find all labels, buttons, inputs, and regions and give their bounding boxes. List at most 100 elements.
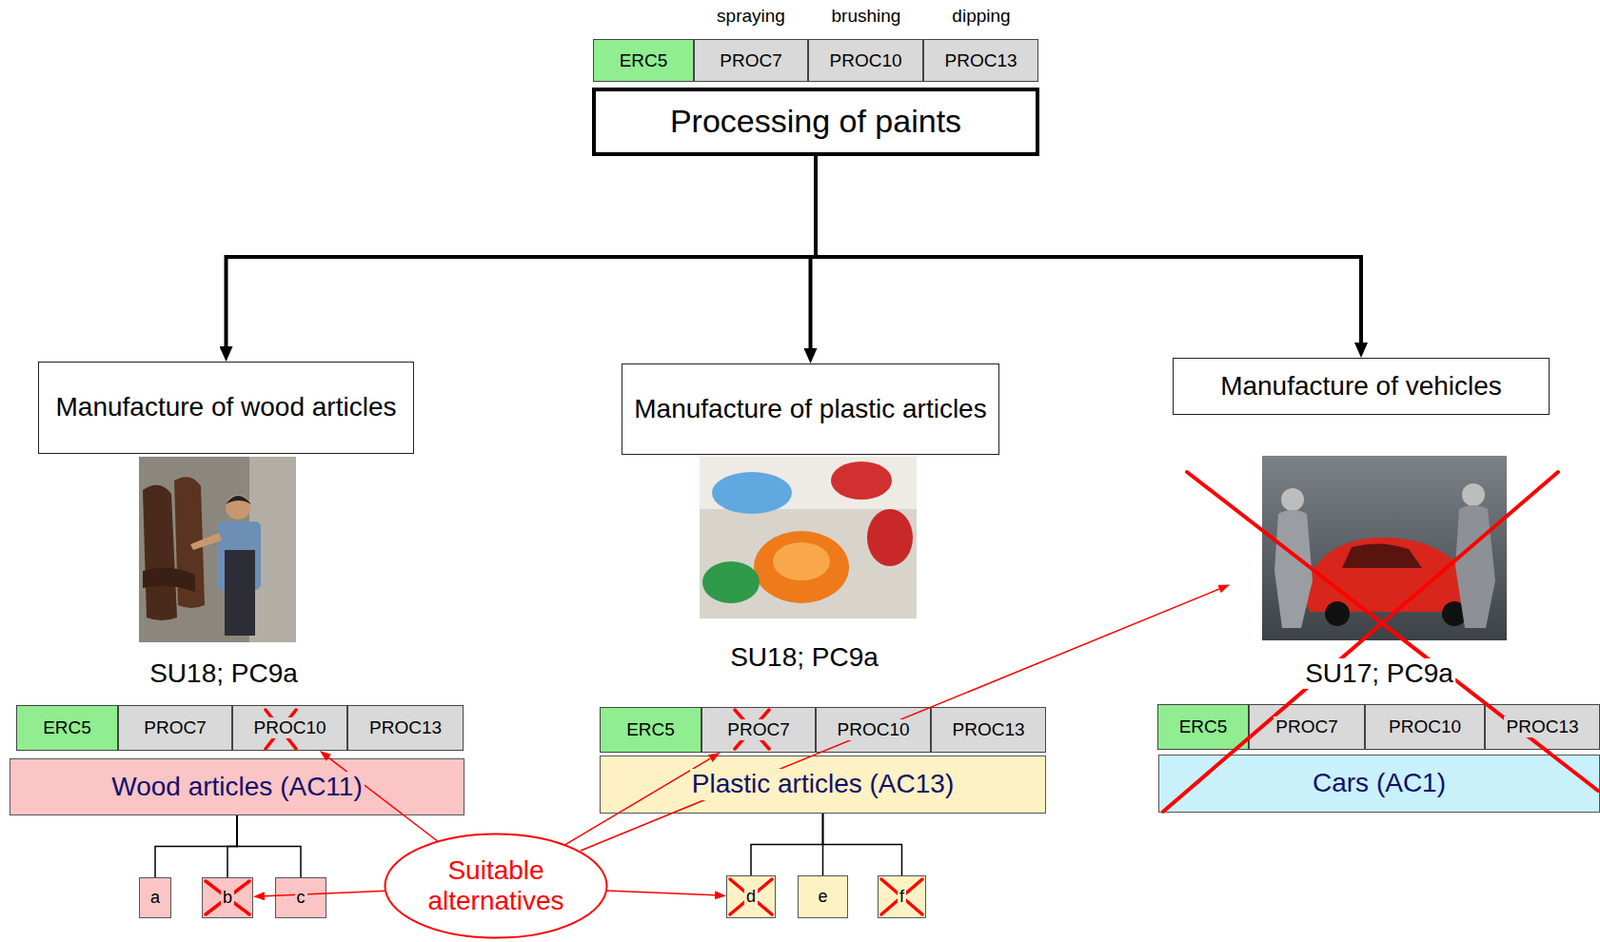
bracket-line xyxy=(823,813,903,876)
code-label: SU18; PC9a xyxy=(147,658,300,690)
option-box: e xyxy=(797,875,849,919)
node-text: Suitable alternatives xyxy=(413,855,580,917)
wood-photo xyxy=(224,550,256,636)
node-text: PROC7 xyxy=(1273,716,1340,738)
text-holder: ERC5 xyxy=(1177,716,1230,738)
node-text: PROC13 xyxy=(942,50,1019,72)
text-holder: ERC5 xyxy=(624,719,677,741)
node-text: a xyxy=(148,888,162,909)
plastic-photo xyxy=(699,456,917,510)
car-photo xyxy=(1281,488,1304,512)
node-text: ERC5 xyxy=(1177,716,1230,738)
option-box: b xyxy=(201,877,254,919)
proc-code-box: PROC7 xyxy=(1248,704,1365,751)
proc-code-box: PROC10 xyxy=(232,705,348,751)
node-text: ERC5 xyxy=(617,50,671,72)
method-label: spraying xyxy=(714,5,788,27)
node-text: PROC7 xyxy=(141,717,208,739)
node-text: f xyxy=(897,887,907,908)
text-holder: e xyxy=(815,887,830,908)
article-band: Wood articles (AC11) xyxy=(9,758,465,816)
tree-arrow xyxy=(226,156,817,347)
proc-code-box: PROC13 xyxy=(1484,704,1600,751)
text-holder: Wood articles (AC11) xyxy=(109,771,365,803)
wood-photo xyxy=(138,456,297,643)
proc-code-box: PROC7 xyxy=(701,707,816,753)
text-holder: PROC7 xyxy=(725,719,791,741)
plastic-photo xyxy=(711,472,792,514)
text-holder: d xyxy=(744,887,758,908)
tree-arrow xyxy=(815,156,1362,343)
ellipse-outline xyxy=(385,834,608,939)
leader-arrow xyxy=(580,589,1220,851)
plastic-photo xyxy=(699,456,917,619)
method-label: dipping xyxy=(949,5,1012,27)
node-text: Manufacture of plastic articles xyxy=(632,394,988,425)
bracket-line xyxy=(227,815,238,878)
text-holder: PROC10 xyxy=(834,719,911,741)
wood-photo xyxy=(249,456,297,643)
text-holder: b xyxy=(220,888,235,909)
tree-arrow xyxy=(810,156,817,349)
article-band: Plastic articles (AC13) xyxy=(599,755,1047,814)
node-text: Manufacture of vehicles xyxy=(1218,371,1504,402)
proc-code-box: PROC13 xyxy=(930,707,1047,753)
bracket-line xyxy=(237,815,301,878)
text-holder: PROC13 xyxy=(949,719,1027,741)
plastic-photo xyxy=(702,561,760,604)
wood-photo xyxy=(225,494,251,520)
text-holder: a xyxy=(148,888,162,909)
node-text: Manufacture of wood articles xyxy=(54,392,399,423)
text-holder: PROC7 xyxy=(141,717,208,739)
callout-arrow xyxy=(606,890,715,896)
car-photo xyxy=(1274,510,1313,629)
node-text: PROC10 xyxy=(834,719,911,741)
proc-code-box: PROC10 xyxy=(808,39,924,82)
plastic-photo xyxy=(772,542,830,581)
node-text: PROC13 xyxy=(1503,716,1581,738)
node-text: e xyxy=(815,887,830,908)
proc-code-box: PROC10 xyxy=(815,707,931,753)
node-text: Plastic articles (AC13) xyxy=(690,769,956,800)
sector-box: Manufacture of wood articles xyxy=(38,361,415,455)
wood-photo xyxy=(190,533,222,551)
erc-code-box: ERC5 xyxy=(592,39,694,82)
text-holder: PROC13 xyxy=(942,50,1019,72)
plastic-photo xyxy=(753,531,850,604)
node-text: PROC7 xyxy=(725,719,791,741)
car-photo xyxy=(1342,543,1423,569)
wood-photo xyxy=(142,568,196,593)
text-holder: PROC13 xyxy=(1503,716,1581,738)
node-text: PROC10 xyxy=(1386,716,1463,738)
car-photo xyxy=(1461,483,1485,507)
car-photo xyxy=(1303,537,1489,613)
car-photo xyxy=(1262,455,1507,641)
text-holder: Plastic articles (AC13) xyxy=(690,769,956,800)
article-band: Cars (AC1) xyxy=(1158,754,1600,813)
node-text: PROC10 xyxy=(827,50,904,72)
erc-code-box: ERC5 xyxy=(1157,704,1249,751)
code-label: SU17; PC9a xyxy=(1303,658,1456,690)
wood-photo xyxy=(142,485,178,621)
text-holder: f xyxy=(897,887,907,908)
text-holder: Processing of paints xyxy=(668,102,964,140)
option-box: c xyxy=(275,877,327,919)
car-photo xyxy=(1455,505,1496,629)
text-holder: PROC7 xyxy=(717,50,784,72)
method-label: brushing xyxy=(829,5,904,27)
text-holder: Cars (AC1) xyxy=(1310,768,1448,799)
bracket-line xyxy=(750,813,824,876)
proc-code-box: PROC13 xyxy=(923,39,1039,82)
process-box: Processing of paints xyxy=(592,87,1040,157)
car-photo xyxy=(1441,601,1467,627)
text-holder: PROC10 xyxy=(251,717,328,739)
plastic-photo xyxy=(867,509,913,567)
text-holder: PROC7 xyxy=(1273,716,1340,738)
node-text: d xyxy=(744,887,758,908)
node-text: c xyxy=(295,888,308,909)
erc-code-box: ERC5 xyxy=(16,705,119,751)
proc-code-box: PROC13 xyxy=(347,705,464,751)
sector-box: Manufacture of vehicles xyxy=(1172,357,1550,415)
car-photo xyxy=(1324,601,1350,627)
